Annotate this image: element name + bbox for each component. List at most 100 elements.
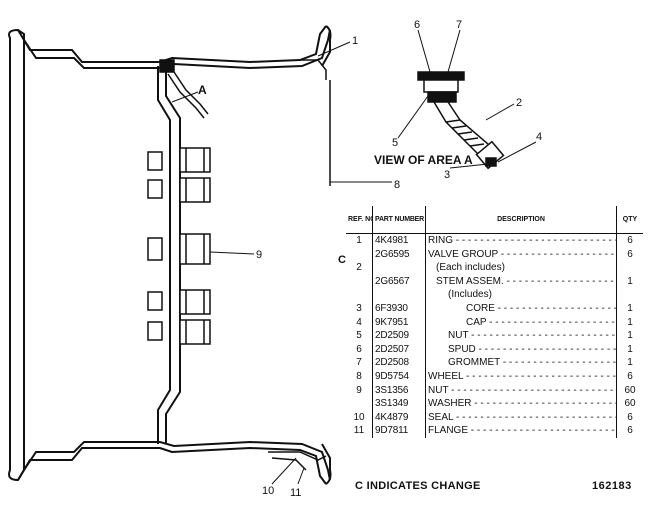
qty-cell: 6 [627, 370, 633, 382]
description-cell: FLANGE [425, 424, 617, 438]
dot-leader [453, 235, 616, 246]
ref-cell: 7 [346, 356, 373, 370]
qty-cell: 1 [627, 343, 633, 355]
ref-cell [346, 274, 373, 289]
description-text: CAP [466, 316, 487, 328]
table-row: 72D2508GROMMET1 [346, 356, 643, 370]
ref-cell: 3 [346, 301, 373, 316]
description-cell: WHEEL [425, 369, 617, 384]
part-number-cell: 2D2508 [372, 356, 426, 370]
description-text: WHEEL [428, 370, 464, 382]
description-cell: NUT [425, 383, 617, 398]
callout-3: 3 [444, 169, 450, 181]
dot-leader [495, 303, 616, 314]
rim-bottom-wall [17, 440, 332, 485]
callout-10: 10 [262, 485, 274, 497]
rim-ring-bottom [268, 451, 327, 471]
wheel-nuts [147, 147, 211, 345]
callout-7: 7 [456, 19, 462, 31]
part-number-cell: 2G6595 [372, 247, 426, 262]
callout-6: 6 [414, 19, 420, 31]
ref-cell [346, 247, 373, 262]
ref-cell [346, 397, 373, 411]
description-text: NUT [448, 330, 469, 342]
ref-cell: 8 [346, 369, 373, 384]
part-number-cell: 6F3930 [372, 301, 426, 316]
description-cell: (Each includes) [425, 261, 617, 275]
callout-11: 11 [290, 487, 301, 499]
ref-cell: 9 [346, 383, 373, 398]
description-text: FLANGE [428, 425, 469, 437]
table-row: 89D5754WHEEL6 [346, 369, 643, 384]
table-row: 93S1356NUT60 [346, 383, 643, 398]
ref-cell [346, 288, 373, 302]
part-number-cell [372, 288, 426, 302]
ref-cell: 1 [346, 233, 373, 248]
description-text: SPUD [448, 343, 476, 355]
ref-cell: 11 [346, 424, 373, 438]
part-number-cell: 3S1356 [372, 383, 426, 398]
rim-left-flange [8, 28, 25, 482]
description-cell: CAP [425, 315, 617, 330]
ref-cell: 2 [346, 261, 373, 275]
ref-cell: 5 [346, 329, 373, 343]
description-cell: CORE [425, 301, 617, 316]
dot-leader [463, 371, 615, 382]
description-cell: NUT [425, 329, 617, 343]
callout-9: 9 [256, 249, 262, 261]
change-marker: C [338, 254, 346, 266]
table-row: 119D7811FLANGE6 [346, 424, 643, 438]
qty-cell: 1 [627, 316, 633, 328]
description-text: NUT [428, 384, 449, 396]
description-cell: VALVE GROUP [425, 247, 617, 262]
part-number-cell: 3S1349 [372, 397, 426, 411]
dot-leader [468, 330, 615, 341]
table-row: 104K4879SEAL6 [346, 410, 643, 425]
description-cell: SPUD [425, 342, 617, 357]
description-text: SEAL [428, 411, 454, 423]
dot-leader [476, 344, 616, 355]
qty-cell: 60 [624, 398, 636, 410]
header-part-number: PART NUMBER [372, 206, 426, 234]
description-text: (Each includes) [436, 262, 505, 274]
header-description: DESCRIPTION [425, 206, 617, 234]
part-number-cell: 4K4981 [372, 233, 426, 248]
table-row: (Includes) [346, 288, 643, 302]
description-text: GROMMET [448, 357, 501, 369]
callout-8: 8 [394, 179, 400, 191]
view-of-area-a-label: VIEW OF AREA A [374, 153, 473, 167]
dot-leader [472, 398, 616, 409]
valve-stem-in-wheel [159, 59, 209, 119]
parts-list-body: 14K4981RING62G6595VALVE GROUP62(Each inc… [346, 233, 643, 438]
part-number-cell: 2D2507 [372, 342, 426, 357]
ref-cell: 6 [346, 342, 373, 357]
qty-cell: 1 [627, 330, 633, 342]
dot-leader [486, 317, 615, 328]
parts-list-table: REF. NO. PART NUMBER DESCRIPTION QTY 14K… [346, 206, 643, 438]
ref-cell: 4 [346, 315, 373, 330]
description-text: (Includes) [448, 289, 492, 301]
qty-cell: 6 [627, 235, 633, 246]
description-text: CORE [466, 302, 495, 314]
part-number-cell [372, 261, 426, 275]
header-ref-no: REF. NO. [346, 206, 373, 234]
leader-lines [171, 29, 537, 485]
table-row: 49K7951CAP1 [346, 315, 643, 330]
table-row: 2 (Each includes) [346, 261, 643, 275]
table-header-row: REF. NO. PART NUMBER DESCRIPTION QTY [346, 206, 643, 234]
description-cell: GROMMET [425, 356, 617, 370]
dot-leader [500, 357, 615, 368]
part-number-cell: 2D2509 [372, 329, 426, 343]
ref-cell: 10 [346, 410, 373, 425]
qty-cell: 6 [627, 248, 633, 260]
area-a-label: A [198, 83, 207, 97]
change-indicator-note: C INDICATES CHANGE [355, 480, 481, 492]
description-text: WASHER [428, 398, 472, 410]
qty-cell: 1 [627, 302, 633, 314]
drawing-number: 162183 [592, 480, 632, 492]
